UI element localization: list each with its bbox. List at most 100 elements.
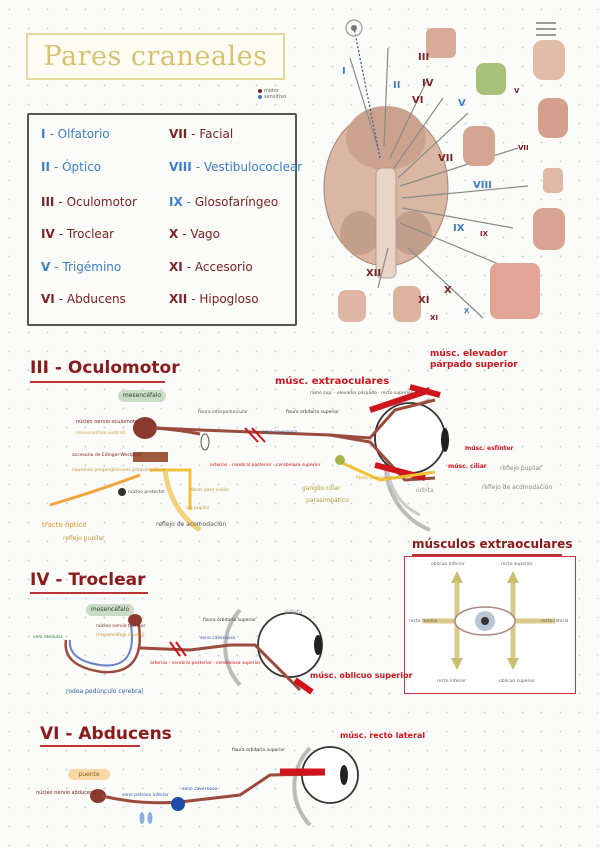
abducens-fisura: fisura orbitaria superior bbox=[232, 748, 286, 753]
oculomotor-diagram bbox=[49, 384, 449, 533]
interpeduncular-marker bbox=[200, 433, 210, 451]
nerve-i: I- Olfatorio bbox=[41, 127, 110, 141]
nerve-xi: XI- Accesorio bbox=[169, 260, 253, 274]
oculomotor-underline bbox=[30, 381, 165, 383]
eye-muscle-image bbox=[426, 28, 456, 58]
page-title: Pares craneales bbox=[43, 41, 268, 72]
nerve-x: X- Vago bbox=[169, 227, 221, 241]
menu-icon[interactable] bbox=[536, 22, 556, 36]
label-vii-side: VII bbox=[518, 144, 529, 152]
nucleo-pret-label: núcleo pretectal bbox=[128, 490, 165, 495]
head-image-v bbox=[533, 40, 565, 80]
puente-pill: puente bbox=[68, 769, 110, 780]
oculomotor-nucleus-sub: (mesencéfalo ventral) bbox=[76, 431, 126, 436]
nerve-viii: VIII- Vestibulococlear bbox=[169, 160, 303, 174]
troclear-seno: seno cavernoso bbox=[200, 636, 236, 641]
musc-elev-label: músc. elevador párpado superior bbox=[430, 349, 518, 370]
troclear-nucleus bbox=[128, 614, 142, 626]
troclear-velo: velo medular bbox=[33, 635, 63, 640]
muscle-up-left: oblicuo inferior bbox=[431, 562, 465, 567]
troclear-nucleo: núcleo nervio troclear bbox=[96, 624, 146, 629]
label-vi: VI bbox=[412, 95, 423, 106]
nerve-ii: II- Óptico bbox=[41, 160, 102, 174]
muscle-left: recto medial bbox=[409, 619, 438, 624]
troclear-mesencefalo-pill: mesencéfalo bbox=[86, 604, 134, 616]
oculomotor-header: III - Oculomotor bbox=[30, 358, 180, 378]
ciliary-ganglion bbox=[335, 455, 345, 465]
nerve-iii: III- Oculomotor bbox=[41, 195, 137, 209]
title-box bbox=[26, 33, 285, 80]
muscles-underline bbox=[412, 554, 562, 556]
label-xi-side: XI bbox=[430, 314, 438, 322]
edinger-label: accesorio de Edinger-Westphal bbox=[72, 453, 142, 458]
nerve-xii: XII- Hipogloso bbox=[169, 292, 259, 306]
edinger-westphal-nucleus bbox=[133, 452, 168, 462]
fisura-orb-label: fisura orbitaria superior bbox=[286, 410, 340, 415]
thorax-image bbox=[490, 263, 540, 319]
muscles-header: músculos extraoculares bbox=[412, 537, 573, 551]
troclear-orbita: órbita bbox=[285, 609, 303, 616]
ganglio-sub: parasimpático bbox=[306, 497, 349, 504]
nerve-vii: VII- Facial bbox=[169, 127, 234, 141]
seno-label: seno cavernoso bbox=[262, 430, 298, 435]
abducens-header: VI - Abducens bbox=[40, 724, 172, 744]
troclear-fisura: fisura orbitaria superior bbox=[203, 618, 257, 623]
label-iv: IV bbox=[422, 78, 434, 89]
throat-image bbox=[533, 208, 565, 250]
abducens-underline bbox=[40, 745, 140, 747]
abducens-nucleus bbox=[90, 789, 106, 803]
label-vii: VII bbox=[438, 153, 453, 164]
pretectal-nucleus bbox=[118, 488, 126, 496]
oculomotor-nucleus bbox=[133, 417, 157, 439]
ear-image bbox=[543, 168, 563, 193]
tracto-optico-label: tracto óptico bbox=[42, 521, 87, 529]
label-xii: XII bbox=[366, 268, 381, 279]
fibras-post-label: fibras postganglionares bbox=[356, 476, 409, 481]
musc-ciliar-label: músc. ciliar bbox=[448, 463, 487, 470]
neck-image bbox=[393, 286, 421, 322]
troclear-header: IV - Troclear bbox=[30, 570, 146, 590]
label-i: I bbox=[342, 66, 346, 77]
abducens-recorrido: seno petroso inferior bbox=[122, 793, 169, 798]
via-pupilar-label: vía pupilar bbox=[186, 506, 210, 511]
troclear-diagram bbox=[64, 608, 323, 695]
abducens-seno: seno cavernoso bbox=[182, 787, 218, 792]
label-v-side: V bbox=[514, 87, 520, 95]
legend-motor: motor bbox=[264, 88, 280, 94]
muscle-down-right: oblicuo superior bbox=[499, 679, 536, 684]
head-image-vii bbox=[463, 126, 495, 166]
edinger-sub: neuronas preganglionares parasimpáticas bbox=[72, 468, 167, 473]
legend: motor sensitivo bbox=[258, 88, 286, 100]
troclear-underline bbox=[30, 592, 148, 594]
abducens-nucleo: núcleo nervio abducens bbox=[36, 790, 96, 796]
label-x: X bbox=[444, 285, 452, 296]
label-v: V bbox=[458, 98, 466, 109]
muscle-superior bbox=[369, 387, 431, 413]
label-ix-side: IX bbox=[480, 230, 489, 238]
muscle-up-right: recto superior bbox=[501, 562, 533, 567]
cranial-nerves-illustration: I II III IV V VI VII VIII IX X XI XII V … bbox=[323, 19, 568, 322]
label-xi: XI bbox=[418, 295, 429, 306]
face-image bbox=[476, 63, 506, 95]
oculomotor-nucleus-label: núcleo nervio oculomotor bbox=[76, 419, 140, 425]
troclear-arterias: arterias · cerebral posterior · cerebelo… bbox=[150, 661, 261, 666]
muscle-levator bbox=[409, 384, 441, 398]
cornea bbox=[441, 428, 449, 452]
legend-sensitivo: sensitivo bbox=[264, 94, 287, 100]
ganglio-label: ganglio ciliar bbox=[302, 485, 341, 492]
label-viii: VIII bbox=[473, 180, 492, 191]
nerve-v: V- Trigémino bbox=[41, 260, 122, 274]
nerve-vi: VI- Abducens bbox=[41, 292, 126, 306]
muscle-down-left: recto inferior bbox=[437, 679, 467, 684]
abducens-diagram bbox=[90, 746, 359, 827]
reflejo-pupilar-label: reflejo pupilar bbox=[63, 535, 105, 542]
ref-pupilar-label: reflejo pupilar bbox=[500, 465, 542, 472]
troclear-nucleo-sub: (mesencéfalo caudal) bbox=[96, 633, 145, 638]
eye-movement-diagram bbox=[423, 571, 555, 670]
musc-extra-label: músc. extraoculares bbox=[275, 376, 390, 387]
label-iii: III bbox=[418, 52, 429, 63]
label-ii: II bbox=[393, 80, 400, 91]
fibras-vision-label: fibras para visión bbox=[190, 488, 229, 493]
reflejo-acom-label: reflejo de acomodación bbox=[156, 521, 227, 528]
eyeball bbox=[374, 402, 446, 474]
